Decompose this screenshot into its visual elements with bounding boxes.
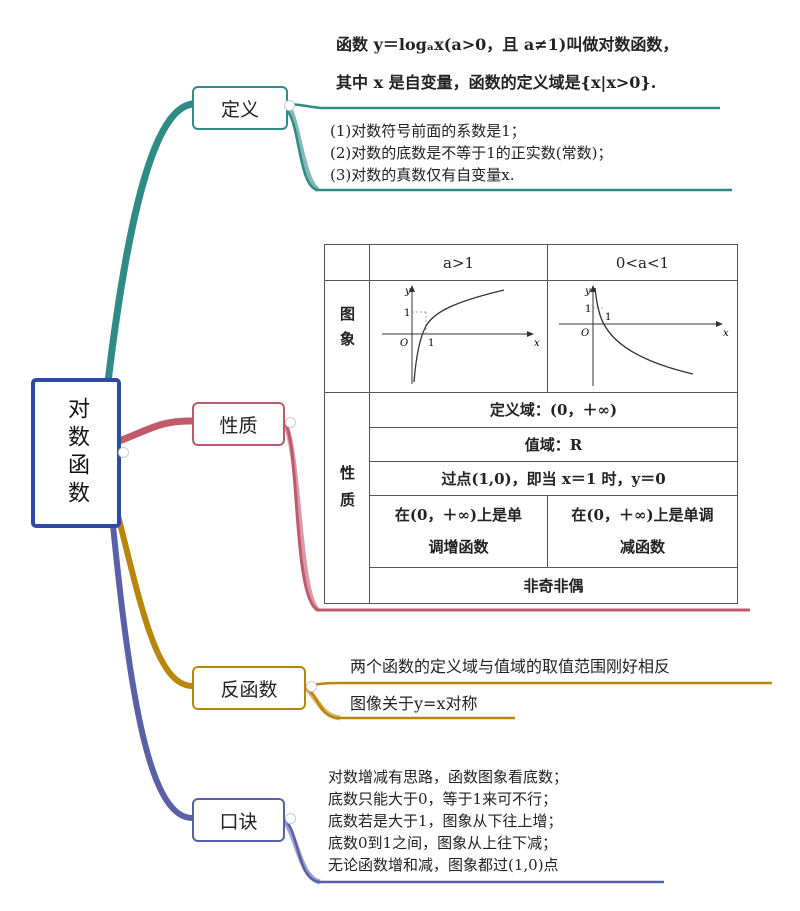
graph-dec-one-x: 1: [605, 312, 611, 323]
inverse-upper-line: [304, 681, 772, 688]
graph-inc-x-label: x: [534, 338, 540, 349]
inverse-connector: [111, 497, 195, 689]
properties-table: a>1 0<a<1 图象 y x O 1 1: [324, 243, 738, 605]
graph-inc-y-label: y: [404, 286, 411, 297]
graph-increasing: y x O 1 1: [381, 284, 540, 384]
prop-decreasing-line-1: 在(0，＋∞)上是单调: [571, 506, 714, 525]
graph-dec-one-y: 1: [585, 304, 591, 315]
mnemonic-collapse-handle[interactable]: [285, 813, 296, 824]
branch-mnemonic-label: 口诀: [219, 810, 258, 833]
header-a-gt-1: a>1: [369, 243, 548, 282]
mnemonic-line-1: 对数增减有思路，函数图象看底数；: [328, 768, 569, 786]
definition-main-line-2: 其中 x 是自变量，函数的定义域是{x|x>0}.: [336, 73, 657, 92]
branch-properties-label: 性质: [219, 414, 258, 437]
graph-inc-origin: O: [400, 338, 408, 349]
prop-decreasing: 在(0，＋∞)上是单调 减函数: [547, 494, 738, 568]
log-curve-increasing: [412, 289, 504, 382]
branch-definition-label: 定义: [220, 98, 259, 121]
mnemonic-line-3: 底数若是大于1，图象从下往上增；: [328, 812, 563, 830]
row-props-label: 性质: [338, 465, 356, 520]
prop-fixed-point: 过点(1,0)，即当 x＝1 时，y＝0: [369, 460, 738, 496]
root-label: 对数函数: [64, 397, 89, 509]
mnemonic-line-4: 底数0到1之间，图象从上往下减；: [328, 834, 558, 852]
mnemonic-line-2: 底数只能大于0，等于1来可不行；: [328, 790, 558, 808]
root-collapse-handle[interactable]: [118, 447, 129, 458]
graph-increasing-cell: y x O 1 1: [369, 280, 548, 394]
inverse-line-2: 图像关于y=x对称: [350, 694, 478, 713]
graph-dec-x-label: x: [723, 328, 729, 339]
graph-inc-one-y: 1: [404, 308, 410, 319]
header-a-lt-1: 0<a<1: [547, 243, 738, 282]
definition-note-3: (3)对数的真数仅有自变量x.: [330, 166, 515, 184]
prop-decreasing-line-2: 减函数: [619, 538, 665, 557]
prop-increasing: 在(0，＋∞)上是单 调增函数: [369, 494, 548, 568]
branch-inverse[interactable]: 反函数: [192, 666, 306, 710]
inverse-collapse-handle[interactable]: [306, 681, 317, 692]
prop-increasing-line-2: 调增函数: [428, 538, 489, 557]
definition-main-line-1: 函数 y＝logₐx(a>0，且 a≠1)叫做对数函数，: [336, 35, 679, 54]
definition-note-1: (1)对数符号前面的系数是1；: [330, 122, 526, 140]
definition-upper-line: [285, 102, 720, 110]
properties-connector: [112, 417, 196, 446]
graph-decreasing-cell: y x O 1 1: [547, 280, 738, 394]
prop-range: 值域：R: [369, 426, 738, 462]
branch-inverse-label: 反函数: [220, 678, 278, 701]
prop-domain: 定义域：(0，＋∞): [369, 392, 738, 428]
definition-note-2: (2)对数的底数是不等于1的正实数(常数)；: [330, 144, 613, 162]
definition-collapse-handle[interactable]: [284, 100, 295, 111]
branch-definition[interactable]: 定义: [192, 86, 288, 130]
graph-dec-origin: O: [581, 328, 589, 339]
mnemonic-connector: [109, 512, 195, 821]
graph-dec-y-label: y: [584, 286, 591, 297]
branch-mnemonic[interactable]: 口诀: [192, 798, 285, 842]
prop-parity: 非奇非偶: [369, 566, 738, 605]
inverse-line-1: 两个函数的定义域与值域的取值范围刚好相反: [350, 657, 671, 676]
branch-properties[interactable]: 性质: [192, 402, 285, 446]
prop-increasing-line-1: 在(0，＋∞)上是单: [394, 506, 523, 525]
table-corner-cell: [324, 243, 370, 282]
row-graph-label: 图象: [338, 305, 356, 356]
mnemonic-line-5: 无论函数增和减，图象都过(1,0)点: [328, 856, 559, 874]
root-node[interactable]: 对数函数: [31, 378, 121, 528]
properties-collapse-handle[interactable]: [285, 417, 296, 428]
graph-inc-one-x: 1: [428, 338, 434, 349]
graph-decreasing: y x O 1 1: [558, 284, 729, 386]
definition-connector: [104, 100, 196, 386]
log-curve-decreasing: [593, 287, 693, 375]
